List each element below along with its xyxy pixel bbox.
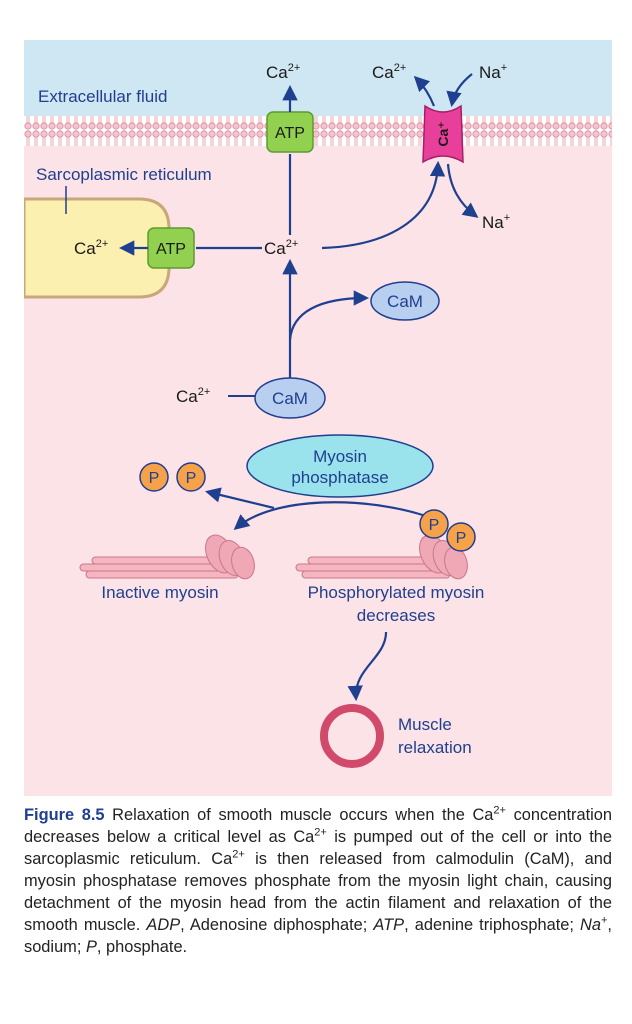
phosphate-bound-1 <box>419 509 449 539</box>
caption-text-6: , adenine triphosphate; <box>404 916 581 934</box>
caption-na: Na <box>580 916 601 934</box>
sarcoplasmic-reticulum-label: Sarcoplasmic reticulum <box>36 165 212 184</box>
arrow-dephosphorylation <box>233 501 427 530</box>
cam-free <box>370 281 440 321</box>
exchanger-label: Ca⁺ <box>435 121 451 146</box>
arrow-cam-release <box>288 290 370 341</box>
phosphate-released-1-label: P <box>149 470 160 487</box>
phosphate-bound-1-label: P <box>429 517 440 534</box>
na-ca-exchanger <box>422 104 464 164</box>
caption-sup-3: 2+ <box>232 848 245 861</box>
caption-na-sup: + <box>600 914 608 927</box>
figure-label: Figure 8.5 <box>24 806 105 824</box>
caption-text-3: is pumped out of the cell or into the sa… <box>24 828 612 868</box>
arrow-na-to-cytoplasm <box>446 163 479 218</box>
caption-sup-1: 2+ <box>493 804 506 817</box>
ca-label-center: Ca2+ <box>264 238 298 258</box>
caption-text-7: , sodium; <box>24 916 612 956</box>
ca-label-sr: Ca2+ <box>74 238 108 258</box>
phosphorylated-myosin-label-2: decreases <box>357 606 435 625</box>
ca-label-top: Ca2+ <box>266 62 300 82</box>
caption-p: P <box>85 938 97 956</box>
phosphorylated-myosin-label-1: Phosphorylated myosin <box>308 583 485 602</box>
cam-free-label: CaM <box>387 292 423 311</box>
phosphate-released-2-label: P <box>186 470 197 487</box>
na-label-top: Na+ <box>479 62 507 82</box>
figure-caption: Figure 8.5 Relaxation of smooth muscle o… <box>24 804 612 1014</box>
caption-sup-2: 2+ <box>314 826 327 839</box>
cell-membrane <box>24 116 612 146</box>
muscle-relaxation-ring <box>320 704 384 768</box>
phosphate-released-1 <box>139 462 169 492</box>
inactive-myosin <box>79 534 255 580</box>
cam-bound-label: CaM <box>272 389 308 408</box>
myosin-phosphatase <box>246 434 434 498</box>
cam-bound <box>254 377 326 419</box>
phosphate-bound-2-label: P <box>456 530 467 547</box>
caption-text-8: , phosphate. <box>96 938 188 956</box>
phosphate-bound-2 <box>446 522 476 552</box>
extracellular-fluid-label: Extracellular fluid <box>38 87 167 106</box>
phosphorylated-myosin <box>295 534 468 580</box>
ca-label-exchanger: Ca2+ <box>372 62 406 82</box>
membrane-atp-label: ATP <box>275 125 305 142</box>
arrow-na-in <box>446 73 473 108</box>
arrow-to-released-phosphates <box>205 487 275 510</box>
arrow-to-relaxation <box>347 631 388 702</box>
phosphatase-label-1: Myosin <box>313 447 367 466</box>
phosphatase-label-2: phosphatase <box>291 468 388 487</box>
arrow-exchanger-ca-out <box>413 75 436 107</box>
relaxation-diagram: Extracellular fluid Sarcoplasmic reticul… <box>24 40 612 796</box>
extracellular-region <box>24 40 612 116</box>
arrow-center-to-exchanger <box>321 160 446 250</box>
sr-atp-label: ATP <box>156 241 186 258</box>
caption-atp: ATP <box>373 916 405 934</box>
caption-adp: ADP <box>146 916 181 934</box>
na-label-bottom: Na+ <box>482 212 510 232</box>
caption-text-5: , Adenosine diphosphate; <box>180 916 374 934</box>
inactive-myosin-label: Inactive myosin <box>101 583 218 602</box>
caption-text-1: Relaxation of smooth muscle occurs when … <box>104 806 494 824</box>
muscle-relaxation-label-1: Muscle <box>398 715 452 734</box>
caption-text-2: concentration decreases below a critical… <box>24 806 612 846</box>
muscle-relaxation-label-2: relaxation <box>398 738 472 757</box>
phosphate-released-2 <box>176 462 206 492</box>
caption-text-4: is then released from calmodulin (CaM), … <box>24 850 613 934</box>
ca-label-cam: Ca2+ <box>176 386 210 406</box>
